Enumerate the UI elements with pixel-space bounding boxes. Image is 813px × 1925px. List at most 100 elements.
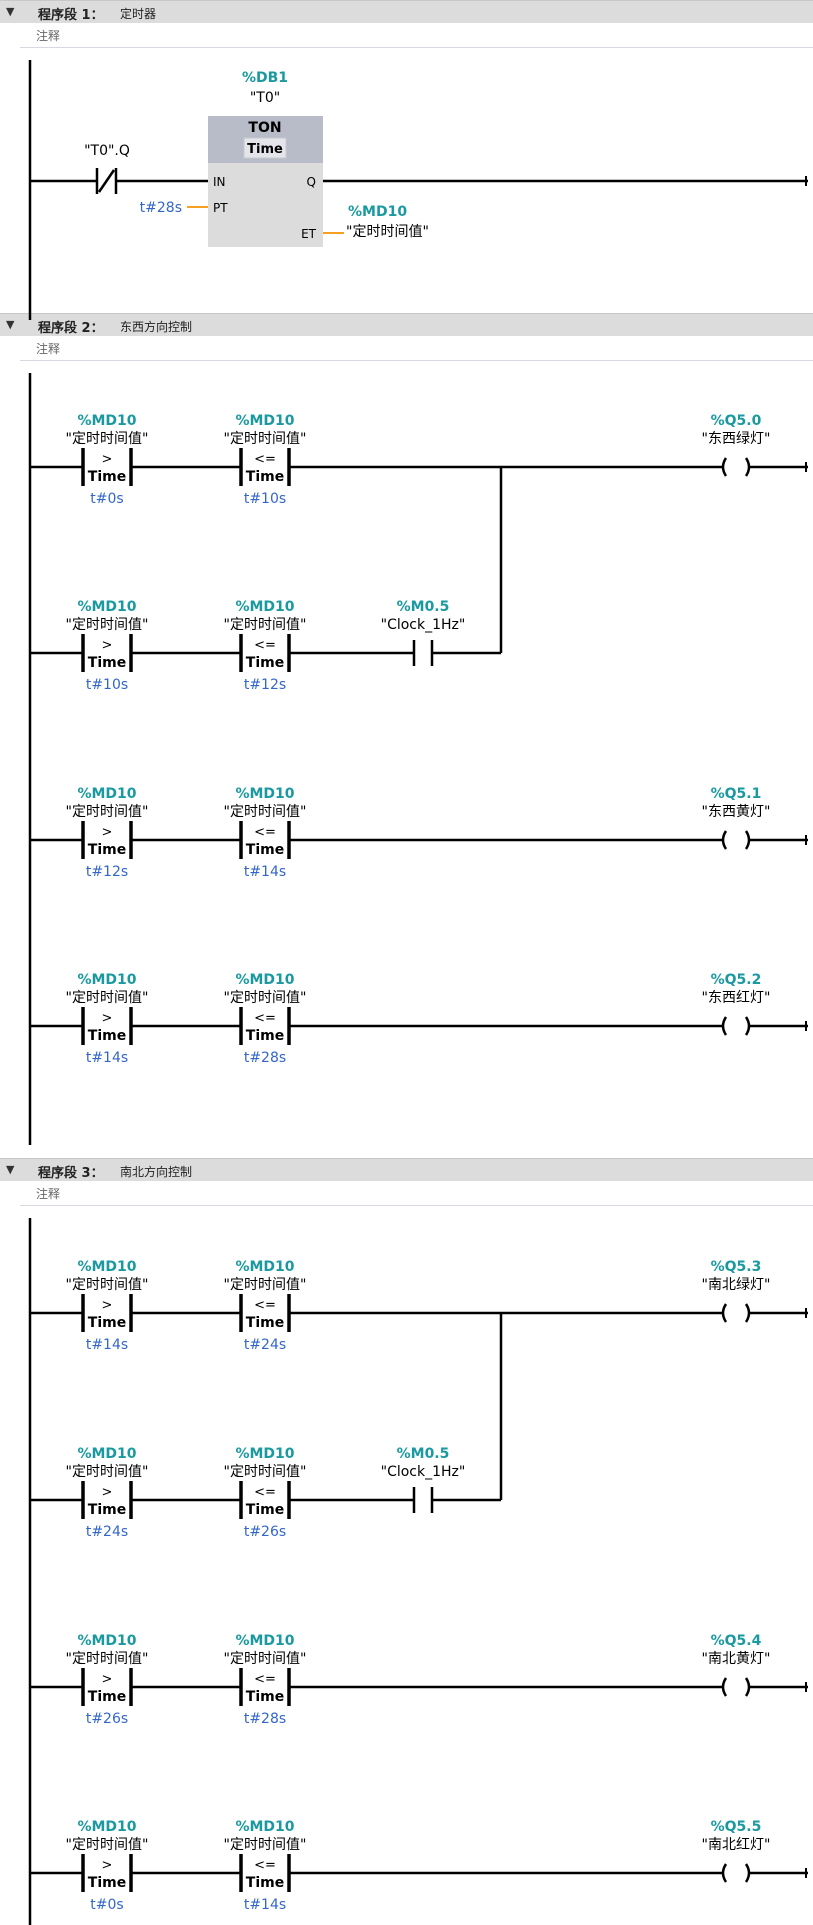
seg3-rung4-compare-le-operator: <= [254,1858,276,1873]
seg2-rung3-coil-address: %Q5.1 [711,786,762,802]
seg2-rung1-compare-gt-tag-name: "定时时间值" [66,431,149,447]
seg3-rung4-compare-le-tag-name: "定时时间值" [224,1837,307,1853]
seg2-rung2-compare-gt-value: t#10s [86,677,128,693]
seg2-rung1-compare-le-tag-name: "定时时间值" [224,431,307,447]
comment-label: 注释 [36,342,61,356]
seg3-rung2-compare-le-type: Time [246,1502,284,1518]
segment-3-comment[interactable]: 注释 [20,1181,813,1206]
seg3-rung1-coil-tag-name: "南北绿灯" [702,1277,771,1293]
seg3-rung4-compare-le-address: %MD10 [235,1819,294,1835]
seg2-rung2-compare-le-type: Time [246,655,284,671]
segment-number: 程序段 3： [38,1166,104,1181]
seg2-rung2-compare-gt-address: %MD10 [77,599,136,615]
seg3-rung1-compare-le-address: %MD10 [235,1259,294,1275]
seg2-rung4-compare-gt-type: Time [88,1028,126,1044]
seg3-rung2-compare-gt-operator: > [102,1485,113,1500]
seg2-rung1-compare-le-value: t#10s [244,491,286,507]
collapse-triangle-icon[interactable]: ▼ [6,318,15,331]
seg2-rung2-compare-le-operator: <= [254,638,276,653]
seg2-rung1-compare-gt-value: t#0s [90,491,123,507]
timer-et-address: %MD10 [348,204,407,220]
seg2-rung2-contact-address: %M0.5 [397,599,450,615]
seg2-rung1-coil-tag-name: "东西绿灯" [702,431,771,447]
segment-1-comment[interactable]: 注释 [20,23,813,48]
seg3-rung4-coil-left-paren [721,1863,728,1883]
seg3-rung2-compare-gt-value: t#24s [86,1524,128,1540]
timer-pin-pt: PT [213,201,228,215]
seg3-rung1-compare-gt-value: t#14s [86,1337,128,1353]
seg2-rung4-compare-le-value: t#28s [244,1050,286,1066]
timer-pin-in: IN [213,175,226,189]
seg3-rung1-coil-address: %Q5.3 [711,1259,762,1275]
seg3-rung3-compare-gt-value: t#26s [86,1711,128,1727]
seg3-rung3-compare-le-tag-name: "定时时间值" [224,1651,307,1667]
seg3-rung4-compare-gt-value: t#0s [90,1897,123,1913]
seg3-rung4-compare-le-type: Time [246,1875,284,1891]
seg2-rung4-compare-le-type: Time [246,1028,284,1044]
segment-title: 定时器 [120,7,157,21]
seg3-rung4-compare-gt-type: Time [88,1875,126,1891]
seg3-rung1-coil-left-paren [721,1303,728,1323]
segment-1-header[interactable]: ▼ 程序段 1： 定时器 [0,0,813,23]
seg3-rung2-contact-address: %M0.5 [397,1446,450,1462]
seg3-rung3-compare-le-operator: <= [254,1672,276,1687]
nc-contact-slash [97,169,116,193]
seg3-rung1-compare-gt-tag-name: "定时时间值" [66,1277,149,1293]
seg2-rung1-compare-le-address: %MD10 [235,413,294,429]
seg2-rung1-compare-gt-operator: > [102,452,113,467]
timer-pt-value: t#28s [140,200,182,216]
seg3-rung3-compare-gt-type: Time [88,1689,126,1705]
seg2-rung3-compare-le-tag-name: "定时时间值" [224,804,307,820]
seg3-rung3-coil-tag-name: "南北黄灯" [702,1650,771,1667]
segment-title: 东西方向控制 [120,320,193,334]
segment-2-header[interactable]: ▼ 程序段 2： 东西方向控制 [0,313,813,336]
seg3-rung2-compare-le-address: %MD10 [235,1446,294,1462]
seg2-rung3-compare-le-value: t#14s [244,864,286,880]
seg2-rung2-compare-le-tag-name: "定时时间值" [224,617,307,633]
timer-et-name: "定时时间值" [346,224,429,240]
seg3-rung2-compare-le-value: t#26s [244,1524,286,1540]
seg3-rung4-compare-gt-tag-name: "定时时间值" [66,1837,149,1853]
seg2-rung1-coil-left-paren [721,457,728,477]
seg2-rung2-contact-tag-name: "Clock_1Hz" [381,617,466,633]
seg3-rung3-compare-gt-address: %MD10 [77,1633,136,1649]
timer-subtype-box[interactable] [243,137,287,159]
comment-label: 注释 [36,1187,61,1201]
seg3-rung3-coil-address: %Q5.4 [711,1633,762,1649]
seg3-rung2-contact-tag-name: "Clock_1Hz" [381,1464,466,1480]
seg2-rung4-coil-address: %Q5.2 [711,972,762,988]
seg3-rung2-compare-le-tag-name: "定时时间值" [224,1464,307,1480]
timer-subtype: Time [247,142,283,157]
timer-instance-name: "T0" [250,90,280,106]
segment-2-comment[interactable]: 注释 [20,336,813,361]
timer-pin-et: ET [301,227,317,241]
seg3-rung2-compare-gt-tag-name: "定时时间值" [66,1464,149,1480]
collapse-triangle-icon[interactable]: ▼ [6,1163,15,1176]
seg2-rung2-compare-gt-tag-name: "定时时间值" [66,617,149,633]
seg2-rung3-compare-gt-value: t#12s [86,864,128,880]
seg2-rung2-compare-gt-operator: > [102,638,113,653]
seg2-rung1-compare-gt-address: %MD10 [77,413,136,429]
collapse-triangle-icon[interactable]: ▼ [6,5,15,18]
segment-number: 程序段 1： [38,8,104,23]
seg3-rung4-compare-le-value: t#14s [244,1897,286,1913]
seg2-rung4-compare-gt-address: %MD10 [77,972,136,988]
seg3-rung1-compare-gt-address: %MD10 [77,1259,136,1275]
seg3-rung1-compare-le-type: Time [246,1315,284,1331]
seg3-rung3-compare-gt-tag-name: "定时时间值" [66,1651,149,1667]
contact-tag: "T0".Q [84,143,130,159]
seg2-rung2-compare-le-address: %MD10 [235,599,294,615]
timer-type: TON [248,120,281,136]
seg2-rung2-compare-gt-type: Time [88,655,126,671]
seg2-rung1-compare-gt-type: Time [88,469,126,485]
seg3-rung3-compare-le-type: Time [246,1689,284,1705]
seg3-rung1-compare-gt-type: Time [88,1315,126,1331]
seg2-rung4-coil-left-paren [721,1016,728,1036]
seg2-rung2-compare-le-value: t#12s [244,677,286,693]
seg2-rung3-coil-left-paren [721,830,728,850]
segment-3-header[interactable]: ▼ 程序段 3： 南北方向控制 [0,1158,813,1181]
seg2-rung3-compare-le-address: %MD10 [235,786,294,802]
seg2-rung4-compare-le-address: %MD10 [235,972,294,988]
seg2-rung3-compare-gt-operator: > [102,825,113,840]
